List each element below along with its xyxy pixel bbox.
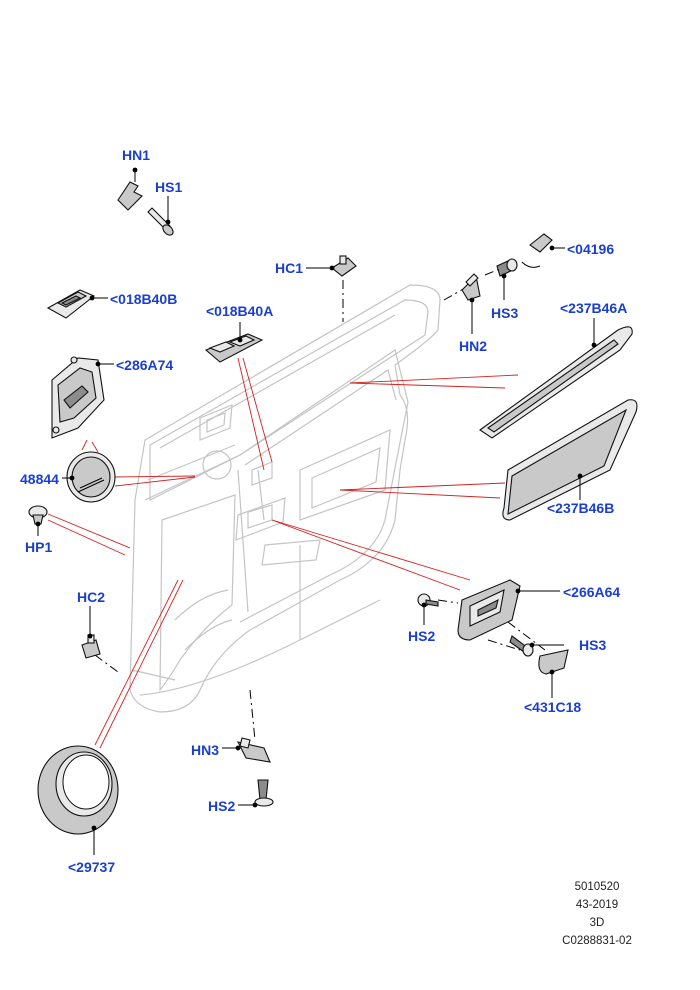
- speaker-ring-29737[interactable]: [37, 745, 119, 835]
- push-pin-hp1[interactable]: [28, 505, 48, 525]
- info-line-2: 43-2019: [576, 899, 618, 911]
- clip-hc2[interactable]: [81, 634, 101, 659]
- leader-lines: [35, 167, 597, 855]
- callout-hs3-right[interactable]: HS3: [579, 637, 606, 653]
- callout-237b46a[interactable]: <237B46A: [560, 300, 627, 316]
- info-block: 5010520 43-2019 3D C0288831-02: [562, 881, 632, 947]
- info-line-1: 5010520: [575, 881, 620, 893]
- callout-labels: HN1 HS1 <018B40B <018B40A <286A74 48844 …: [20, 147, 627, 875]
- switch-018b40a[interactable]: [204, 333, 264, 363]
- cover-431c18[interactable]: [538, 649, 569, 675]
- clip-hc1[interactable]: [331, 255, 357, 277]
- callout-hn3[interactable]: HN3: [191, 742, 219, 758]
- callout-hs2-bottom[interactable]: HS2: [208, 798, 235, 814]
- info-line-3: 3D: [590, 917, 605, 929]
- callout-hs3-top[interactable]: HS3: [491, 305, 518, 321]
- callout-431c18[interactable]: <431C18: [524, 699, 581, 715]
- screw-hs2-bottom[interactable]: [254, 779, 274, 807]
- callout-hp1[interactable]: HP1: [25, 539, 52, 555]
- callout-018b40b[interactable]: <018B40B: [110, 291, 177, 307]
- callout-266a64[interactable]: <266A64: [563, 584, 620, 600]
- callout-hn2[interactable]: HN2: [459, 338, 487, 354]
- bolt-hs1[interactable]: [147, 207, 175, 237]
- callout-hs2-right[interactable]: HS2: [408, 628, 435, 644]
- screw-hs2-right[interactable]: [417, 593, 439, 607]
- switch-bezel-018b40b[interactable]: [46, 289, 96, 319]
- callout-hs1[interactable]: HS1: [155, 179, 182, 195]
- callout-04196[interactable]: <04196: [567, 241, 614, 257]
- callout-237b46b[interactable]: <237B46B: [547, 500, 614, 516]
- trim-insert-237b46b[interactable]: [502, 399, 638, 521]
- screw-hs3-top[interactable]: [496, 258, 518, 277]
- callout-hc1[interactable]: HC1: [275, 260, 303, 276]
- handle-bracket-286a74[interactable]: [51, 356, 105, 439]
- callout-48844[interactable]: 48844: [20, 471, 59, 487]
- clip-hn1[interactable]: [117, 170, 143, 211]
- callout-018b40a[interactable]: <018B40A: [206, 303, 273, 319]
- harness-clip-04196[interactable]: [521, 233, 553, 268]
- info-line-4: C0288831-02: [562, 935, 632, 947]
- callout-29737[interactable]: <29737: [68, 859, 115, 875]
- callout-286a74[interactable]: <286A74: [116, 357, 173, 373]
- speaker-grille-48844[interactable]: [66, 451, 116, 503]
- reference-lines: [47, 357, 519, 749]
- nut-hn3[interactable]: [236, 737, 271, 763]
- door-trim-panel: [129, 284, 441, 713]
- nut-bracket-hn2[interactable]: [461, 273, 481, 301]
- trim-strip-237b46a[interactable]: [479, 326, 633, 439]
- callout-hn1[interactable]: HN1: [122, 147, 150, 163]
- screw-hs3-right[interactable]: [509, 635, 534, 657]
- handle-housing-266a64[interactable]: [457, 579, 521, 641]
- callout-hc2[interactable]: HC2: [77, 589, 105, 605]
